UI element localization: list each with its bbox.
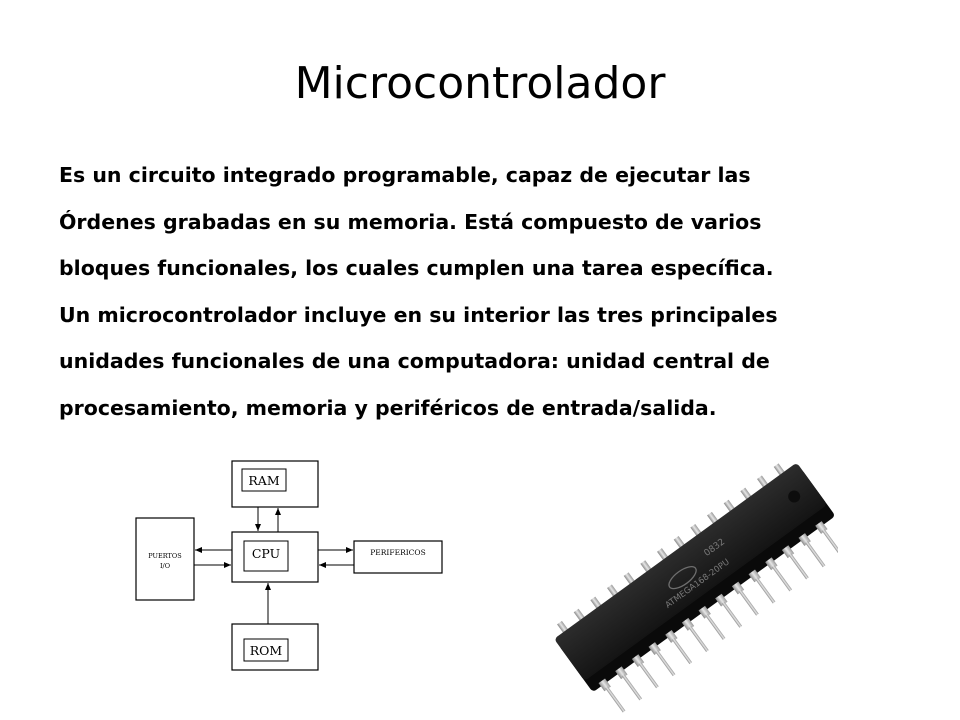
cpu-block: CPU	[231, 531, 319, 583]
periph-label: PERIFERICOS	[370, 548, 425, 557]
cpu-label: CPU	[252, 546, 280, 561]
chip-pin	[815, 521, 838, 556]
rom-block: ROM	[231, 623, 319, 671]
chip-pin	[681, 617, 709, 652]
chip-pin	[765, 557, 793, 592]
chip-body	[555, 464, 826, 680]
chip-pin	[698, 605, 726, 640]
ports-block: PUERTOS I/O	[135, 517, 195, 601]
chip-pin	[715, 593, 743, 628]
slide-title: Microcontrolador	[294, 58, 666, 109]
chip-pin	[798, 533, 826, 568]
ram-block: RAM	[231, 460, 319, 508]
chip-pin	[665, 630, 693, 665]
microcontroller-chip-image: 0832 ATMEGA168-20PU	[555, 463, 838, 713]
body-line: bloques funcionales, los cuales cumplen …	[59, 256, 774, 280]
ports-label-line1: PUERTOS	[148, 552, 181, 560]
chip-pin	[598, 678, 626, 713]
body-line: procesamiento, memoria y periféricos de …	[59, 395, 717, 420]
ports-label-line2: I/O	[160, 562, 170, 570]
chip-pin	[748, 569, 776, 604]
periph-block: PERIFERICOS	[353, 540, 443, 574]
chip-pin	[631, 654, 659, 689]
chip-pin	[731, 581, 759, 616]
chip-notch	[788, 490, 801, 503]
chip-pin	[615, 666, 643, 701]
chip-pin	[781, 545, 809, 580]
body-paragraph: Es un circuito integrado programable, ca…	[59, 152, 929, 431]
body-line: Un microcontrolador incluye en su interi…	[59, 302, 778, 327]
body-line: Es un circuito integrado programable, ca…	[59, 163, 751, 187]
atmel-logo	[668, 566, 697, 590]
chip-pin	[648, 642, 676, 677]
chip-front-pins	[598, 521, 838, 713]
rom-label: ROM	[250, 643, 283, 658]
ram-label: RAM	[248, 473, 279, 488]
body-line: Órdenes grabadas en su memoria. Está com…	[59, 209, 762, 234]
body-line: unidades funcionales de una computadora:…	[59, 349, 770, 373]
block-diagram: RAM CPU ROM PERIFERICOS PUERTOS I/O	[135, 460, 443, 671]
